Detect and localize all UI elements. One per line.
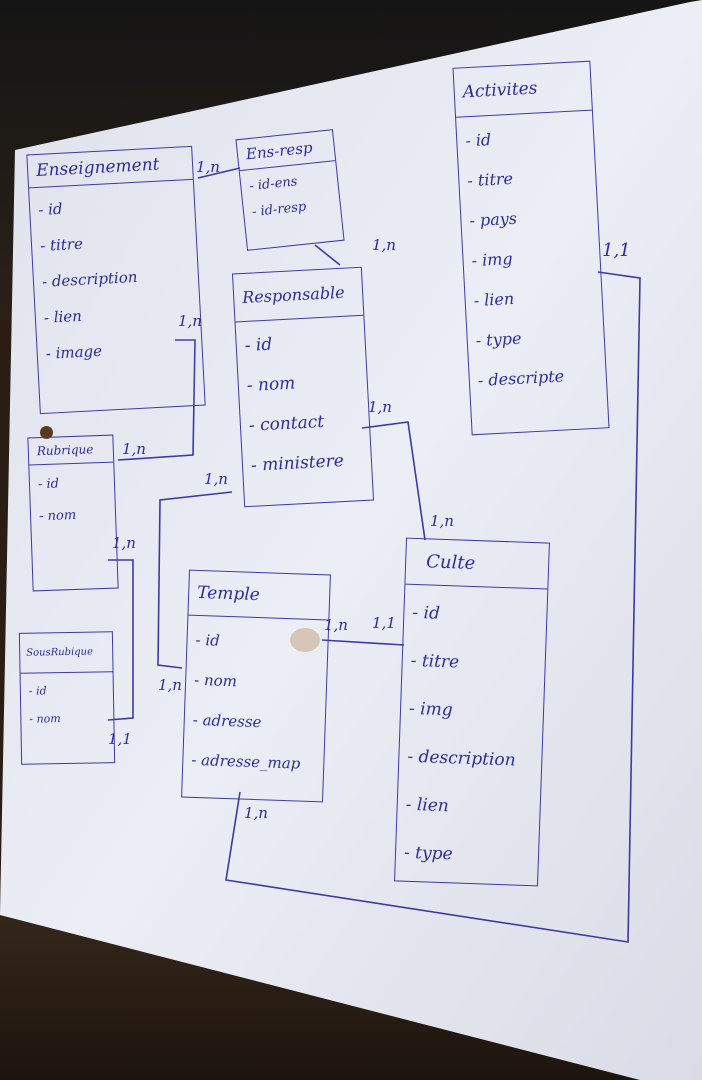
ink-dot: [40, 426, 53, 439]
entity-rubrique: Rubrique - id - nom: [27, 434, 119, 592]
field-id: - id: [464, 129, 492, 151]
entity-fields: - id - titre - description - lien - imag…: [29, 180, 203, 376]
entity-fields: - id - titre - pays - img - lien - type …: [456, 111, 607, 406]
entity-ens-resp: Ens-resp - id-ens - id-resp: [235, 129, 345, 251]
field-nom: - nom: [193, 670, 238, 691]
field-id: - id: [412, 602, 441, 624]
relationship-lines: [107, 167, 641, 943]
cardinality-temple-culte: 1,n: [324, 616, 348, 634]
field-description: - description: [407, 746, 516, 771]
line-temple-culte: [321, 639, 405, 646]
entity-enseignement: Enseignement - id - titre - description …: [26, 145, 206, 415]
field-adresse: - adresse: [192, 710, 262, 732]
cardinality-rubrique-sous: 1,n: [112, 534, 136, 552]
field-ministere: - ministere: [250, 450, 345, 476]
field-titre: - titre: [466, 168, 514, 191]
entity-fields: - id - nom - contact - ministere: [236, 316, 373, 490]
cardinality-sous-rubrique: 1,1: [108, 730, 132, 748]
entity-title: SousRubique: [19, 632, 113, 674]
entity-sousrubrique: SousRubique - id - nom: [18, 631, 116, 765]
entity-title: Rubrique: [28, 435, 114, 466]
cardinality-culte-temple: 1,1: [372, 614, 396, 632]
entity-title: Culte: [405, 538, 549, 590]
entity-title: Responsable: [233, 267, 364, 323]
line-enseignement-rubrique: [117, 339, 196, 461]
field-image: - image: [45, 341, 103, 363]
line-enseignement-ensresp: [197, 167, 241, 179]
entity-fields: - id - titre - img - description - lien …: [395, 585, 547, 886]
field-contact: - contact: [248, 411, 325, 436]
field-id: - id: [195, 630, 221, 650]
coffee-stain: [290, 628, 320, 652]
field-nom: - nom: [246, 373, 296, 396]
field-id: - id: [244, 334, 273, 356]
field-titre: - titre: [410, 650, 460, 673]
field-nom: - nom: [29, 712, 61, 726]
line-temple-activites: [225, 271, 641, 943]
cardinality-culte-top: 1,n: [430, 512, 454, 530]
entity-fields: - id - nom: [21, 672, 114, 738]
cardinality-responsable-temple: 1,n: [204, 470, 228, 488]
cardinality-rubrique: 1,n: [122, 440, 146, 458]
cardinality-ens-ensresp: 1,n: [196, 158, 220, 176]
entity-responsable: Responsable - id - nom - contact - minis…: [231, 266, 375, 508]
field-img: - img: [408, 698, 454, 721]
cardinality-temple-left: 1,n: [158, 676, 182, 694]
cardinality-enseignement-rubrique: 1,n: [178, 312, 202, 330]
line-responsable-culte: [361, 421, 426, 541]
entity-activites: Activites - id - titre - pays - img - li…: [452, 60, 610, 436]
field-descripte: - descripte: [477, 366, 565, 390]
field-img: - img: [471, 248, 514, 271]
entity-fields: - id - nom - adresse - adresse_map: [183, 616, 329, 789]
field-id: - id: [37, 476, 60, 493]
entity-title: Temple: [188, 570, 330, 621]
entity-fields: - id-ens - id-resp: [240, 161, 342, 231]
line-ensresp-responsable: [314, 244, 341, 266]
cardinality-ensresp-responsable: 1,n: [372, 236, 396, 254]
field-adresse-map: - adresse_map: [191, 750, 301, 773]
entity-temple: Temple - id - nom - adresse - adresse_ma…: [181, 569, 331, 803]
field-type: - type: [403, 842, 453, 865]
field-lien: - lien: [473, 288, 515, 311]
line-responsable-temple: [157, 491, 233, 669]
field-lien: - lien: [405, 794, 450, 817]
line-rubrique-sousrubrique: [107, 559, 134, 721]
cardinality-responsable-culte: 1,n: [368, 398, 392, 416]
field-id: - id: [28, 684, 47, 698]
field-pays: - pays: [468, 208, 518, 231]
entity-title: Activites: [453, 61, 592, 118]
cardinality-temple-bottom: 1,n: [244, 804, 268, 822]
cardinality-activites-right: 1,1: [602, 240, 631, 261]
field-nom: - nom: [38, 507, 77, 525]
entity-fields: - id - nom: [29, 463, 115, 538]
entity-culte: Culte - id - titre - img - description -…: [394, 537, 550, 887]
field-type: - type: [475, 328, 522, 351]
